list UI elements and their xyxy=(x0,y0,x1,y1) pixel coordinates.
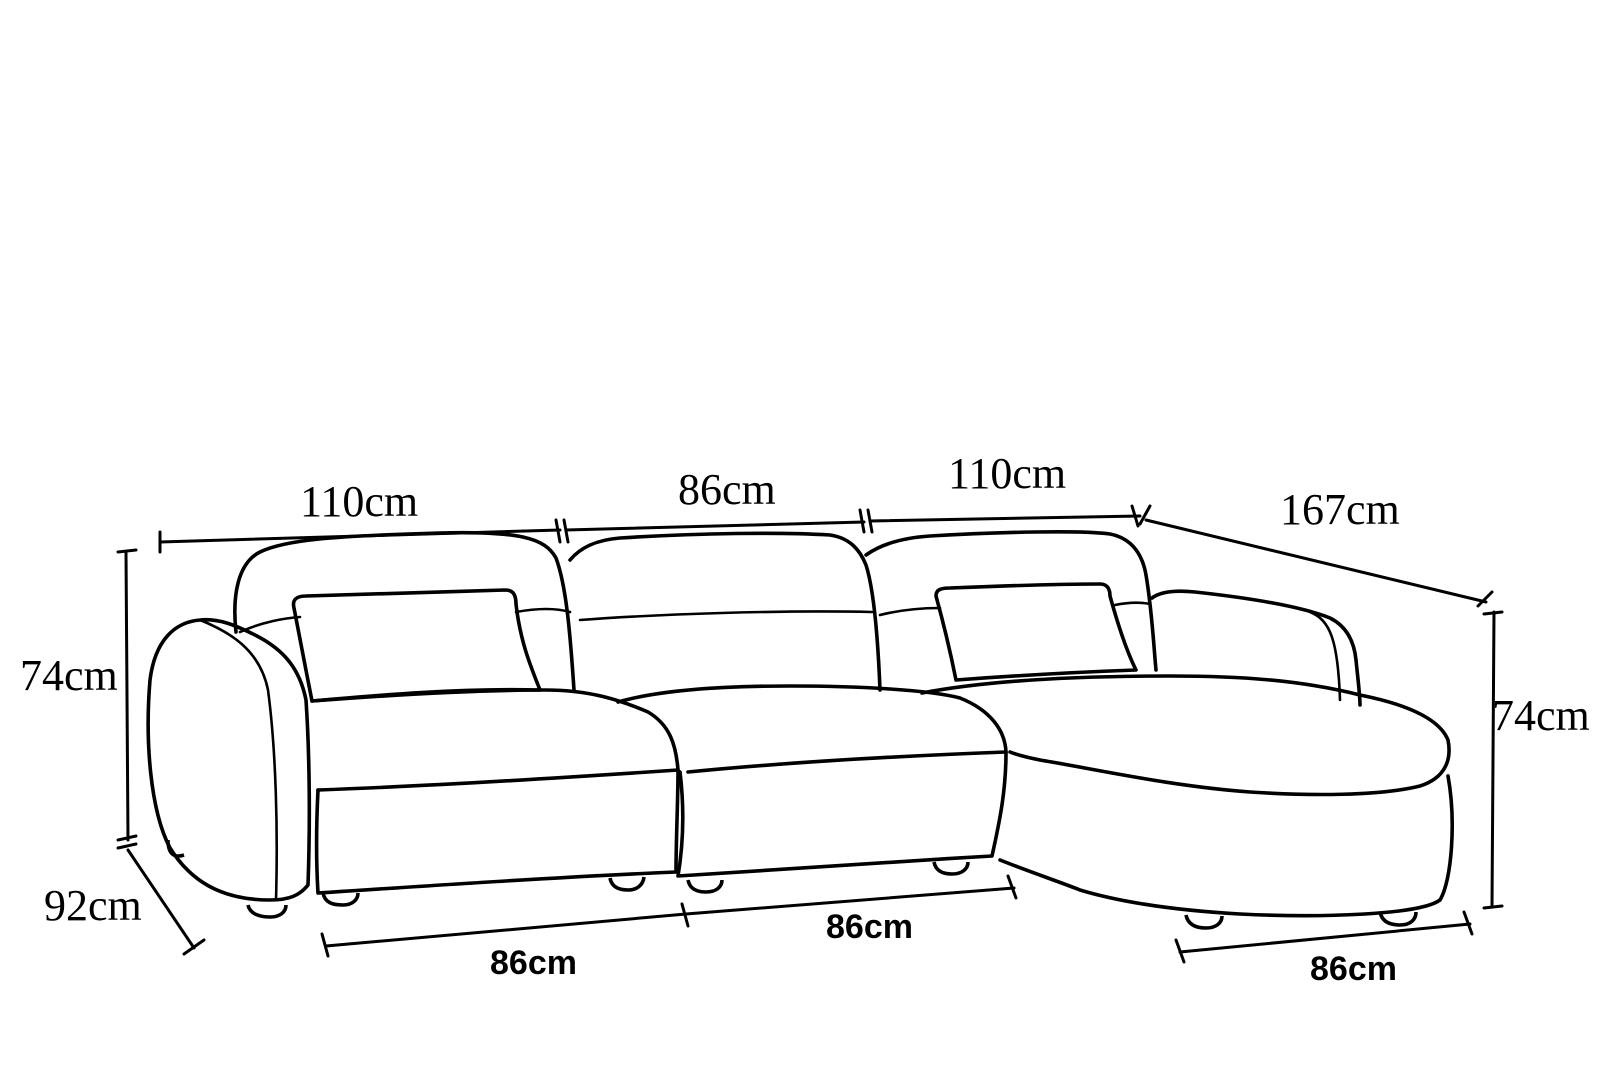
left-foot-4 xyxy=(608,876,646,892)
sectional-sofa-drawing xyxy=(146,530,1454,930)
dim-bottom-chaise xyxy=(1178,922,1472,954)
dim-top-left xyxy=(158,528,562,544)
label-depth: 92cm xyxy=(44,881,142,930)
dim-top-middle xyxy=(564,520,866,532)
label-top-left-width: 110cm xyxy=(300,477,418,526)
dimension-labels: 110cm 86cm 110cm 167cm 74cm 74cm 92cm 86… xyxy=(20,449,1590,988)
dim-right-height xyxy=(1490,610,1496,908)
label-top-middle-width: 86cm xyxy=(678,465,776,514)
chaise-foot-2 xyxy=(1378,911,1418,927)
label-left-height: 74cm xyxy=(20,651,118,700)
left-foot-1 xyxy=(166,839,185,858)
middle-module xyxy=(568,531,1008,894)
middle-seat-base xyxy=(676,750,1008,878)
left-foot-2 xyxy=(246,904,288,919)
label-chaise-length: 167cm xyxy=(1280,485,1400,534)
left-foot-3 xyxy=(321,892,360,907)
label-bottom-middle-seat: 86cm xyxy=(826,908,913,946)
dim-bottom-middle xyxy=(684,886,1016,916)
right-module xyxy=(864,530,1158,682)
dim-top-right xyxy=(868,514,1142,523)
left-seat-cushion xyxy=(310,688,680,792)
middle-foot-1 xyxy=(686,879,724,894)
left-seat-base xyxy=(314,768,680,895)
left-throw-pillow xyxy=(291,588,542,703)
middle-seat-cushion xyxy=(616,684,1008,774)
dim-depth xyxy=(126,848,196,950)
label-bottom-left-seat: 86cm xyxy=(490,944,577,982)
dim-left-height xyxy=(124,550,130,842)
label-right-height: 74cm xyxy=(1492,691,1590,740)
chaise-seat-cushion xyxy=(920,674,1451,797)
label-bottom-chaise-seat: 86cm xyxy=(1310,950,1397,988)
label-top-right-width: 110cm xyxy=(948,449,1066,498)
left-armrest xyxy=(146,617,312,902)
middle-foot-2 xyxy=(932,861,970,876)
dimension-lines xyxy=(116,504,1504,964)
chaise-base xyxy=(998,774,1454,918)
dim-bottom-left xyxy=(324,912,688,948)
left-module xyxy=(146,530,680,919)
dim-chaise-length xyxy=(1144,518,1488,604)
chaise-foot-1 xyxy=(1184,914,1224,930)
right-throw-pillow xyxy=(934,582,1138,682)
chaise-module xyxy=(920,589,1454,930)
